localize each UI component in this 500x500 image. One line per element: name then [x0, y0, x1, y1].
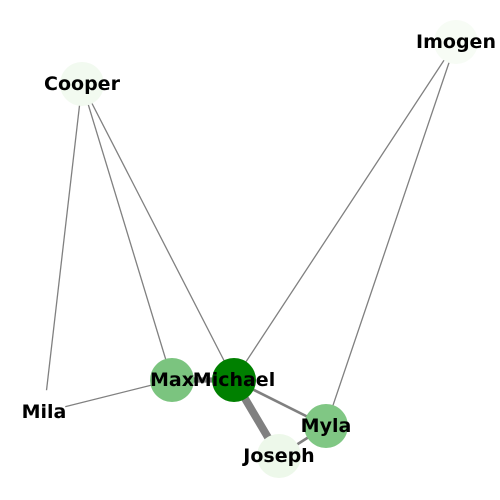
- edge-cooper-max: [81, 83, 173, 381]
- node-label-cooper: Cooper: [44, 73, 121, 95]
- edge-imogen-myla: [325, 41, 457, 427]
- node-joseph: [257, 434, 301, 478]
- node-label-max: Max: [150, 369, 194, 391]
- node-label-joseph: Joseph: [241, 445, 314, 467]
- nodes-layer: [22, 20, 478, 478]
- node-mila: [22, 390, 66, 434]
- edge-cooper-michael: [81, 83, 235, 381]
- node-label-mila: Mila: [22, 401, 67, 423]
- node-michael: [212, 358, 256, 402]
- node-max: [150, 358, 194, 402]
- edge-imogen-michael: [233, 41, 457, 381]
- edge-cooper-mila: [43, 83, 83, 413]
- node-myla: [304, 404, 348, 448]
- node-label-myla: Myla: [301, 415, 352, 437]
- node-cooper: [60, 62, 104, 106]
- node-label-imogen: Imogen: [416, 31, 496, 53]
- node-imogen: [434, 20, 478, 64]
- node-label-michael: Michael: [193, 369, 275, 391]
